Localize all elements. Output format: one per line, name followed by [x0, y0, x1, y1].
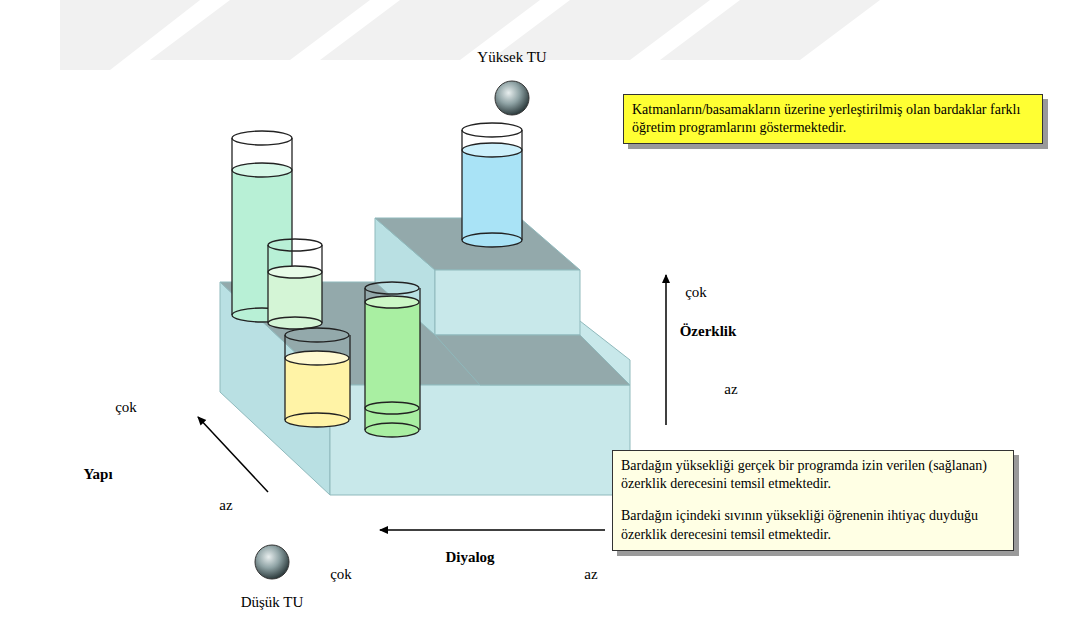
sphere	[495, 81, 529, 115]
axis-title: Yapı	[83, 466, 112, 483]
cup	[232, 123, 522, 437]
axis-title: Diyalog	[445, 549, 494, 566]
axis-arrow	[380, 529, 605, 531]
sphere	[255, 545, 289, 579]
axis-label: çok	[685, 284, 707, 301]
axis-label: az	[584, 566, 597, 583]
axis-arrow	[665, 275, 667, 425]
note-text: Katmanların/basamakların üzerine yerleşt…	[632, 101, 1034, 137]
note-text: Bardağın yüksekliği gerçek bir programda…	[621, 457, 1005, 493]
axis-label: az	[219, 497, 232, 514]
axis-label: Yüksek TU	[477, 49, 546, 66]
note-box: Katmanların/basamakların üzerine yerleşt…	[623, 94, 1043, 144]
note-box: Bardağın yüksekliği gerçek bir programda…	[612, 450, 1014, 551]
axis-arrow	[198, 417, 268, 492]
axis-label: az	[724, 381, 737, 398]
note-text: Bardağın içindeki sıvının yüksekliği öğr…	[621, 507, 1005, 543]
axis-label: Düşük TU	[241, 594, 304, 611]
watermark-band	[60, 0, 880, 70]
axis-label: çok	[115, 399, 137, 416]
axis-label: çok	[330, 566, 352, 583]
axis-title: Özerklik	[680, 323, 737, 340]
